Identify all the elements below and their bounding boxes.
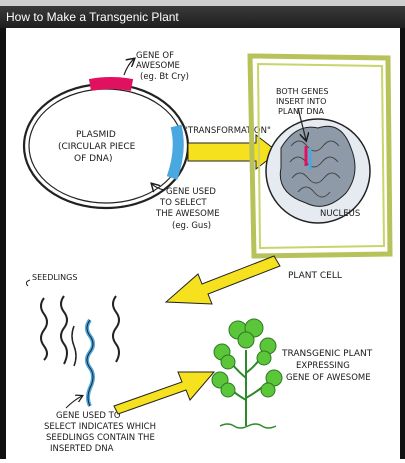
select-label-4: INSERTED DNA: [50, 444, 114, 454]
cell-to-seedlings-arrow: [166, 256, 280, 304]
plasmid-label: PLASMID: [76, 130, 116, 140]
leaf: [261, 383, 275, 397]
transgenic-label: TRANSGENIC PLANT: [281, 349, 373, 359]
transgenic-plant-diagram: PLASMID (CIRCULAR PIECE OF DNA) GENE OF …: [6, 28, 400, 459]
seedlings: [41, 296, 119, 406]
seedling-2: [61, 296, 67, 364]
leaf: [221, 383, 235, 397]
transgenic-label-2: EXPRESSING: [296, 361, 350, 371]
select-label-2: SELECT INDICATES WHICH: [44, 422, 156, 432]
seedling-5: [72, 326, 76, 366]
plasmid-label-2: (CIRCULAR PIECE: [58, 142, 136, 152]
transgenic-plant: [212, 319, 282, 428]
plant-cell: [250, 56, 390, 256]
selection-gene-label: GENE USED: [166, 187, 216, 197]
nucleus-label: NUCLEUS: [320, 209, 360, 219]
gene-of-awesome-example: (eg. Bt Cry): [140, 72, 189, 82]
leaf: [221, 355, 235, 369]
selection-gene-label-2: TO SELECT: [159, 198, 207, 208]
ground-line: [220, 424, 276, 428]
selection-gene-example: (eg. Gus): [172, 221, 211, 231]
select-pointer: [66, 396, 82, 408]
gene-of-awesome-segment: [90, 83, 132, 85]
seedlings-label: SEEDLINGS: [32, 273, 77, 282]
gene-of-awesome-label-2: AWESOME: [136, 61, 180, 71]
selection-gene-label-3: THE AWESOME: [155, 209, 220, 219]
video-title-bar[interactable]: How to Make a Transgenic Plant: [0, 6, 405, 28]
both-genes-label-3: PLANT DNA: [278, 107, 324, 116]
gene-of-awesome-pointer: [124, 59, 134, 75]
gene-of-awesome-label: GENE OF: [136, 51, 174, 61]
seedling-to-plant-arrow: [114, 372, 214, 414]
leaf: [257, 351, 271, 365]
both-genes-label: BOTH GENES: [276, 87, 328, 96]
plant-cell-label: PLANT CELL: [288, 271, 342, 281]
selection-gene-segment: [172, 126, 178, 178]
both-genes-label-2: INSERT INTO: [276, 97, 326, 106]
select-label-3: SEEDLINGS CONTAIN THE: [46, 433, 155, 443]
transformation-arrow: [188, 135, 278, 169]
transgenic-label-3: GENE OF AWESOME: [286, 373, 371, 383]
plasmid-label-3: OF DNA): [74, 154, 112, 164]
video-title: How to Make a Transgenic Plant: [6, 10, 179, 24]
diagram-canvas: PLASMID (CIRCULAR PIECE OF DNA) GENE OF …: [6, 28, 400, 459]
seedling-1: [41, 298, 47, 360]
leaf: [238, 332, 254, 348]
seedling-4: [113, 296, 119, 362]
select-label: GENE USED TO: [56, 411, 121, 421]
seedlings-pointer: [26, 280, 30, 286]
